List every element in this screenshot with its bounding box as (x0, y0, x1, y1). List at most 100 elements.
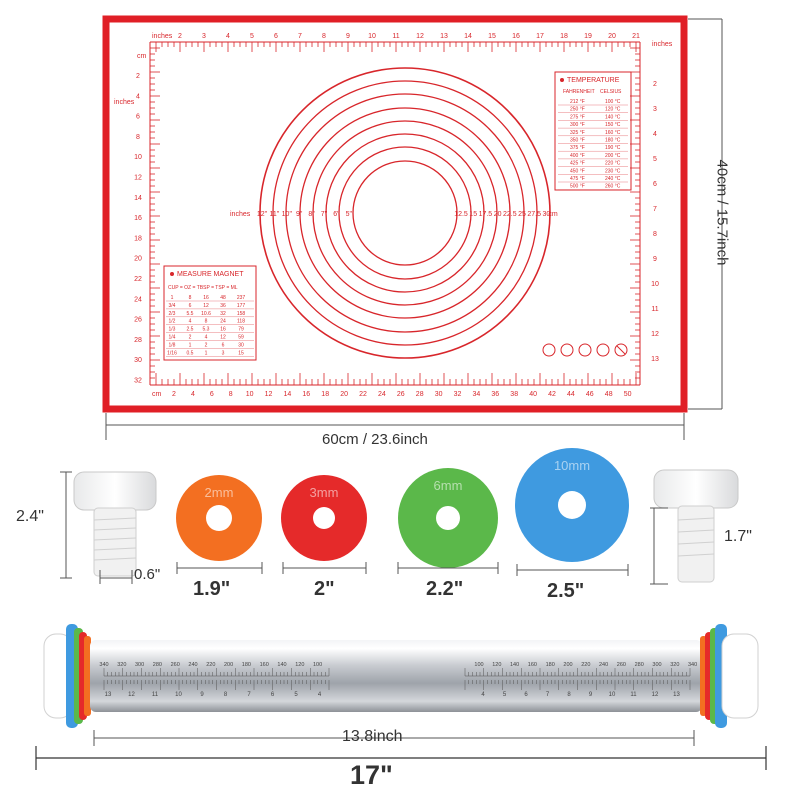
measure-header: CUP = OZ = TBSP = TSP = ML (168, 285, 238, 291)
right-ruler-number: 6 (653, 181, 657, 188)
circle-cm-value: 30 (543, 211, 551, 218)
scale-number: 120 (492, 662, 501, 668)
scale-number: 100 (474, 662, 483, 668)
right-ruler-number: 11 (651, 306, 658, 313)
left-ruler-number: 16 (134, 215, 142, 222)
circle-cm-value: 15 (469, 211, 477, 218)
mat-height-label: 40cm / 15.7inch (713, 159, 731, 266)
top-ruler-number: 10 (368, 33, 376, 40)
top-ruler-number: 14 (464, 33, 472, 40)
top-ruler-number: 4 (226, 33, 230, 40)
measure-value: 15 (238, 350, 244, 356)
end-cap-width-label: 0.6" (134, 566, 161, 583)
measure-value: 16 (203, 295, 209, 301)
right-ruler-number: 8 (653, 231, 657, 238)
left-ruler-number: 22 (134, 276, 142, 283)
top-ruler-number: 8 (322, 33, 326, 40)
scale-number: 160 (528, 662, 537, 668)
bottom-ruler-number: 34 (473, 391, 481, 398)
scale-inch-mark: 8 (224, 692, 228, 698)
circle-cm-label: cm (548, 211, 558, 218)
temperature-f: 250 °F (570, 107, 585, 113)
top-right-label: inches (652, 41, 673, 48)
top-ruler-number: 15 (488, 33, 496, 40)
temperature-c: 190 °C (605, 145, 621, 151)
screw-length-label: 1.7" (724, 528, 752, 545)
scale-inch-mark: 4 (481, 692, 485, 698)
temperature-c: 140 °C (605, 114, 621, 120)
scale-number: 340 (688, 662, 697, 668)
top-ruler-number: 2 (178, 33, 182, 40)
scale-inch-mark: 10 (175, 692, 182, 698)
scale-inch-mark: 13 (105, 692, 112, 698)
bottom-ruler-number: 48 (605, 391, 613, 398)
circle-cm-value: 22.5 (503, 211, 517, 218)
measure-value: 237 (237, 295, 246, 301)
right-end-cap (653, 469, 739, 583)
right-ruler-number: 10 (651, 281, 659, 288)
measure-value: 8 (205, 319, 208, 325)
guide-circle (338, 146, 472, 280)
measure-value: 118 (237, 319, 245, 325)
ring-hole (206, 505, 232, 531)
left-ruler-number: 32 (134, 378, 142, 385)
pin-body (90, 640, 702, 712)
ring-6mm: 6mm (398, 468, 498, 568)
bottom-ruler-number: 28 (416, 391, 424, 398)
left-ruler-number: 6 (136, 114, 140, 121)
ring-hole (436, 506, 460, 530)
measure-value: 1/8 (169, 342, 176, 348)
bottom-ruler-number: 38 (510, 391, 518, 398)
no-knife-icon (614, 343, 628, 357)
temperature-c: 150 °C (605, 122, 621, 128)
top-ruler-number: 20 (608, 33, 616, 40)
scale-inch-mark: 5 (294, 692, 298, 698)
top-ruler-number: 18 (560, 33, 568, 40)
measure-value: 79 (238, 327, 244, 333)
circle-cm-value: 25 (518, 211, 526, 218)
scale-inch-mark: 9 (589, 692, 593, 698)
measure-value: 6 (222, 342, 225, 348)
ring-label: 3mm (310, 485, 339, 500)
bottom-ruler-number: 32 (454, 391, 462, 398)
measure-value: 12 (220, 335, 226, 341)
top-ruler-number: 3 (202, 33, 206, 40)
temperature-title: TEMPERATURE (567, 77, 620, 84)
scale-number: 280 (635, 662, 644, 668)
bottom-ruler-number: 26 (397, 391, 405, 398)
measure-value: 10.6 (201, 311, 211, 317)
top-ruler-number: 16 (512, 33, 520, 40)
guide-circle (325, 133, 485, 293)
measure-value: 0.5 (187, 350, 194, 356)
right-pin-cap (721, 633, 759, 719)
left-ruler-number: 10 (134, 154, 142, 161)
measure-title: MEASURE MAGNET (177, 271, 244, 278)
scale-number: 180 (546, 662, 555, 668)
temperature-f: 212 °F (570, 99, 585, 105)
circle-inch-value: 6" (333, 211, 340, 218)
food-safe-icon (560, 343, 574, 357)
scale-number: 140 (277, 662, 286, 668)
temperature-c: 160 °C (605, 130, 621, 136)
measure-table: MEASURE MAGNET CUP = OZ = TBSP = TSP = M… (163, 265, 257, 361)
scale-inch-mark: 4 (318, 692, 322, 698)
ring-2mm: 2mm (176, 475, 262, 561)
screw-length-dimension (650, 507, 668, 585)
temperature-c: 100 °C (605, 99, 621, 105)
pin-total-dimension (35, 746, 767, 770)
temperature-f: 375 °F (570, 145, 585, 151)
bottom-ruler-number: 12 (265, 391, 273, 398)
left-ruler-number: 2 (136, 73, 140, 80)
measure-value: 30 (238, 342, 244, 348)
left-ruler-number: 20 (134, 256, 142, 263)
scale-number: 240 (599, 662, 608, 668)
scale-inch-mark: 10 (609, 692, 616, 698)
measure-value: 59 (238, 335, 244, 341)
circle-inch-value: 9" (296, 211, 303, 218)
scale-inch-mark: 9 (200, 692, 204, 698)
circle-cm-value: 20 (494, 211, 502, 218)
mat-ruler-ticks (150, 42, 640, 385)
